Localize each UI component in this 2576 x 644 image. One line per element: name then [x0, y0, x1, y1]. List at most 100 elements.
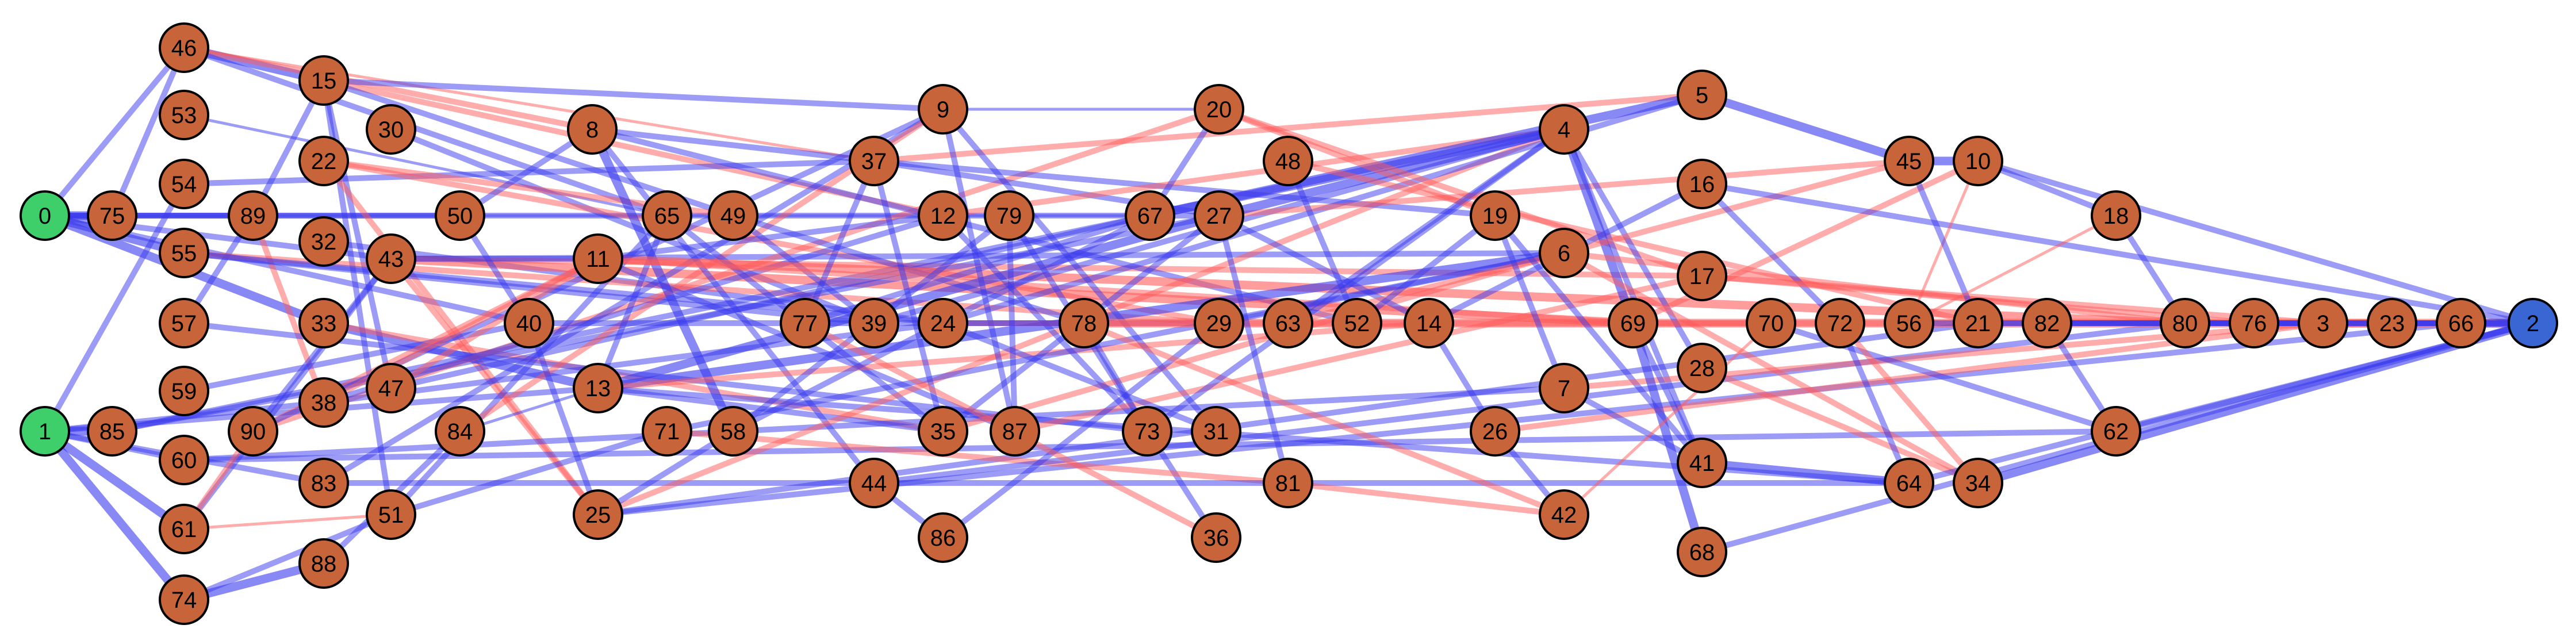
- node-1[interactable]: 1: [20, 406, 70, 457]
- node-76[interactable]: 76: [2229, 298, 2279, 348]
- node-circle[interactable]: [298, 458, 349, 508]
- node-90[interactable]: 90: [228, 406, 278, 457]
- node-63[interactable]: 63: [1263, 298, 1313, 348]
- node-circle[interactable]: [435, 190, 485, 241]
- node-16[interactable]: 16: [1677, 159, 1727, 209]
- node-circle[interactable]: [1884, 458, 1934, 508]
- node-64[interactable]: 64: [1884, 458, 1934, 508]
- node-circle[interactable]: [2229, 298, 2279, 348]
- node-23[interactable]: 23: [2367, 298, 2417, 348]
- node-85[interactable]: 85: [87, 406, 137, 457]
- node-circle[interactable]: [1404, 298, 1454, 348]
- node-circle[interactable]: [1539, 228, 1589, 278]
- node-circle[interactable]: [918, 512, 968, 563]
- node-circle[interactable]: [1677, 159, 1727, 209]
- node-25[interactable]: 25: [573, 489, 623, 540]
- node-9[interactable]: 9: [918, 84, 968, 135]
- node-circle[interactable]: [298, 216, 349, 267]
- node-circle[interactable]: [2022, 298, 2072, 348]
- node-69[interactable]: 69: [1608, 298, 1658, 348]
- node-10[interactable]: 10: [1953, 136, 2003, 186]
- node-circle[interactable]: [1884, 298, 1934, 348]
- node-circle[interactable]: [1677, 527, 1727, 577]
- node-19[interactable]: 19: [1470, 190, 1520, 241]
- node-65[interactable]: 65: [642, 190, 692, 241]
- node-circle[interactable]: [1953, 136, 2003, 186]
- node-circle[interactable]: [298, 538, 349, 589]
- node-60[interactable]: 60: [159, 435, 209, 485]
- node-circle[interactable]: [298, 298, 349, 348]
- node-circle[interactable]: [2160, 298, 2210, 348]
- node-34[interactable]: 34: [1953, 458, 2003, 508]
- node-circle[interactable]: [2091, 190, 2141, 241]
- node-circle[interactable]: [1884, 136, 1934, 186]
- node-86[interactable]: 86: [918, 512, 968, 563]
- node-70[interactable]: 70: [1746, 298, 1796, 348]
- node-8[interactable]: 8: [567, 104, 618, 155]
- node-45[interactable]: 45: [1884, 136, 1934, 186]
- node-33[interactable]: 33: [298, 298, 349, 348]
- node-37[interactable]: 37: [849, 136, 899, 186]
- node-circle[interactable]: [1194, 84, 1244, 135]
- node-circle[interactable]: [918, 406, 968, 457]
- node-81[interactable]: 81: [1263, 458, 1313, 508]
- node-71[interactable]: 71: [642, 406, 692, 457]
- node-4[interactable]: 4: [1539, 104, 1589, 155]
- node-circle[interactable]: [2298, 298, 2348, 348]
- node-circle[interactable]: [1332, 298, 1382, 348]
- node-circle[interactable]: [984, 190, 1034, 241]
- node-0[interactable]: 0: [20, 190, 70, 241]
- node-circle[interactable]: [228, 406, 278, 457]
- node-84[interactable]: 84: [435, 406, 485, 457]
- node-circle[interactable]: [1263, 298, 1313, 348]
- node-circle[interactable]: [1677, 343, 1727, 393]
- node-18[interactable]: 18: [2091, 190, 2141, 241]
- node-47[interactable]: 47: [366, 363, 416, 413]
- node-27[interactable]: 27: [1194, 190, 1244, 241]
- node-32[interactable]: 32: [298, 216, 349, 267]
- node-circle[interactable]: [1746, 298, 1796, 348]
- node-circle[interactable]: [1677, 70, 1727, 120]
- node-circle[interactable]: [87, 406, 137, 457]
- node-circle[interactable]: [1191, 512, 1241, 563]
- node-57[interactable]: 57: [159, 298, 209, 348]
- node-circle[interactable]: [159, 366, 209, 416]
- node-67[interactable]: 67: [1125, 190, 1175, 241]
- node-circle[interactable]: [990, 406, 1040, 457]
- node-circle[interactable]: [228, 190, 278, 241]
- node-58[interactable]: 58: [708, 406, 758, 457]
- node-circle[interactable]: [20, 406, 70, 457]
- node-circle[interactable]: [1677, 251, 1727, 301]
- node-circle[interactable]: [87, 190, 137, 241]
- node-39[interactable]: 39: [849, 298, 899, 348]
- node-79[interactable]: 79: [984, 190, 1034, 241]
- node-circle[interactable]: [2367, 298, 2417, 348]
- node-circle[interactable]: [918, 84, 968, 135]
- node-circle[interactable]: [642, 190, 692, 241]
- node-22[interactable]: 22: [298, 136, 349, 186]
- node-circle[interactable]: [366, 233, 416, 284]
- node-circle[interactable]: [159, 574, 209, 625]
- node-68[interactable]: 68: [1677, 527, 1727, 577]
- node-circle[interactable]: [504, 298, 554, 348]
- node-73[interactable]: 73: [1122, 406, 1172, 457]
- node-circle[interactable]: [298, 136, 349, 186]
- node-31[interactable]: 31: [1191, 406, 1241, 457]
- node-circle[interactable]: [1125, 190, 1175, 241]
- node-78[interactable]: 78: [1059, 298, 1109, 348]
- node-12[interactable]: 12: [918, 190, 968, 241]
- node-49[interactable]: 49: [708, 190, 758, 241]
- node-2[interactable]: 2: [2508, 298, 2558, 348]
- node-circle[interactable]: [159, 159, 209, 209]
- node-circle[interactable]: [1263, 458, 1313, 508]
- node-14[interactable]: 14: [1404, 298, 1454, 348]
- node-83[interactable]: 83: [298, 458, 349, 508]
- node-circle[interactable]: [2508, 298, 2558, 348]
- node-15[interactable]: 15: [298, 55, 349, 106]
- node-circle[interactable]: [849, 458, 899, 508]
- node-41[interactable]: 41: [1677, 438, 1727, 488]
- node-circle[interactable]: [573, 233, 623, 284]
- node-circle[interactable]: [1194, 190, 1244, 241]
- node-26[interactable]: 26: [1470, 406, 1520, 457]
- node-circle[interactable]: [366, 363, 416, 413]
